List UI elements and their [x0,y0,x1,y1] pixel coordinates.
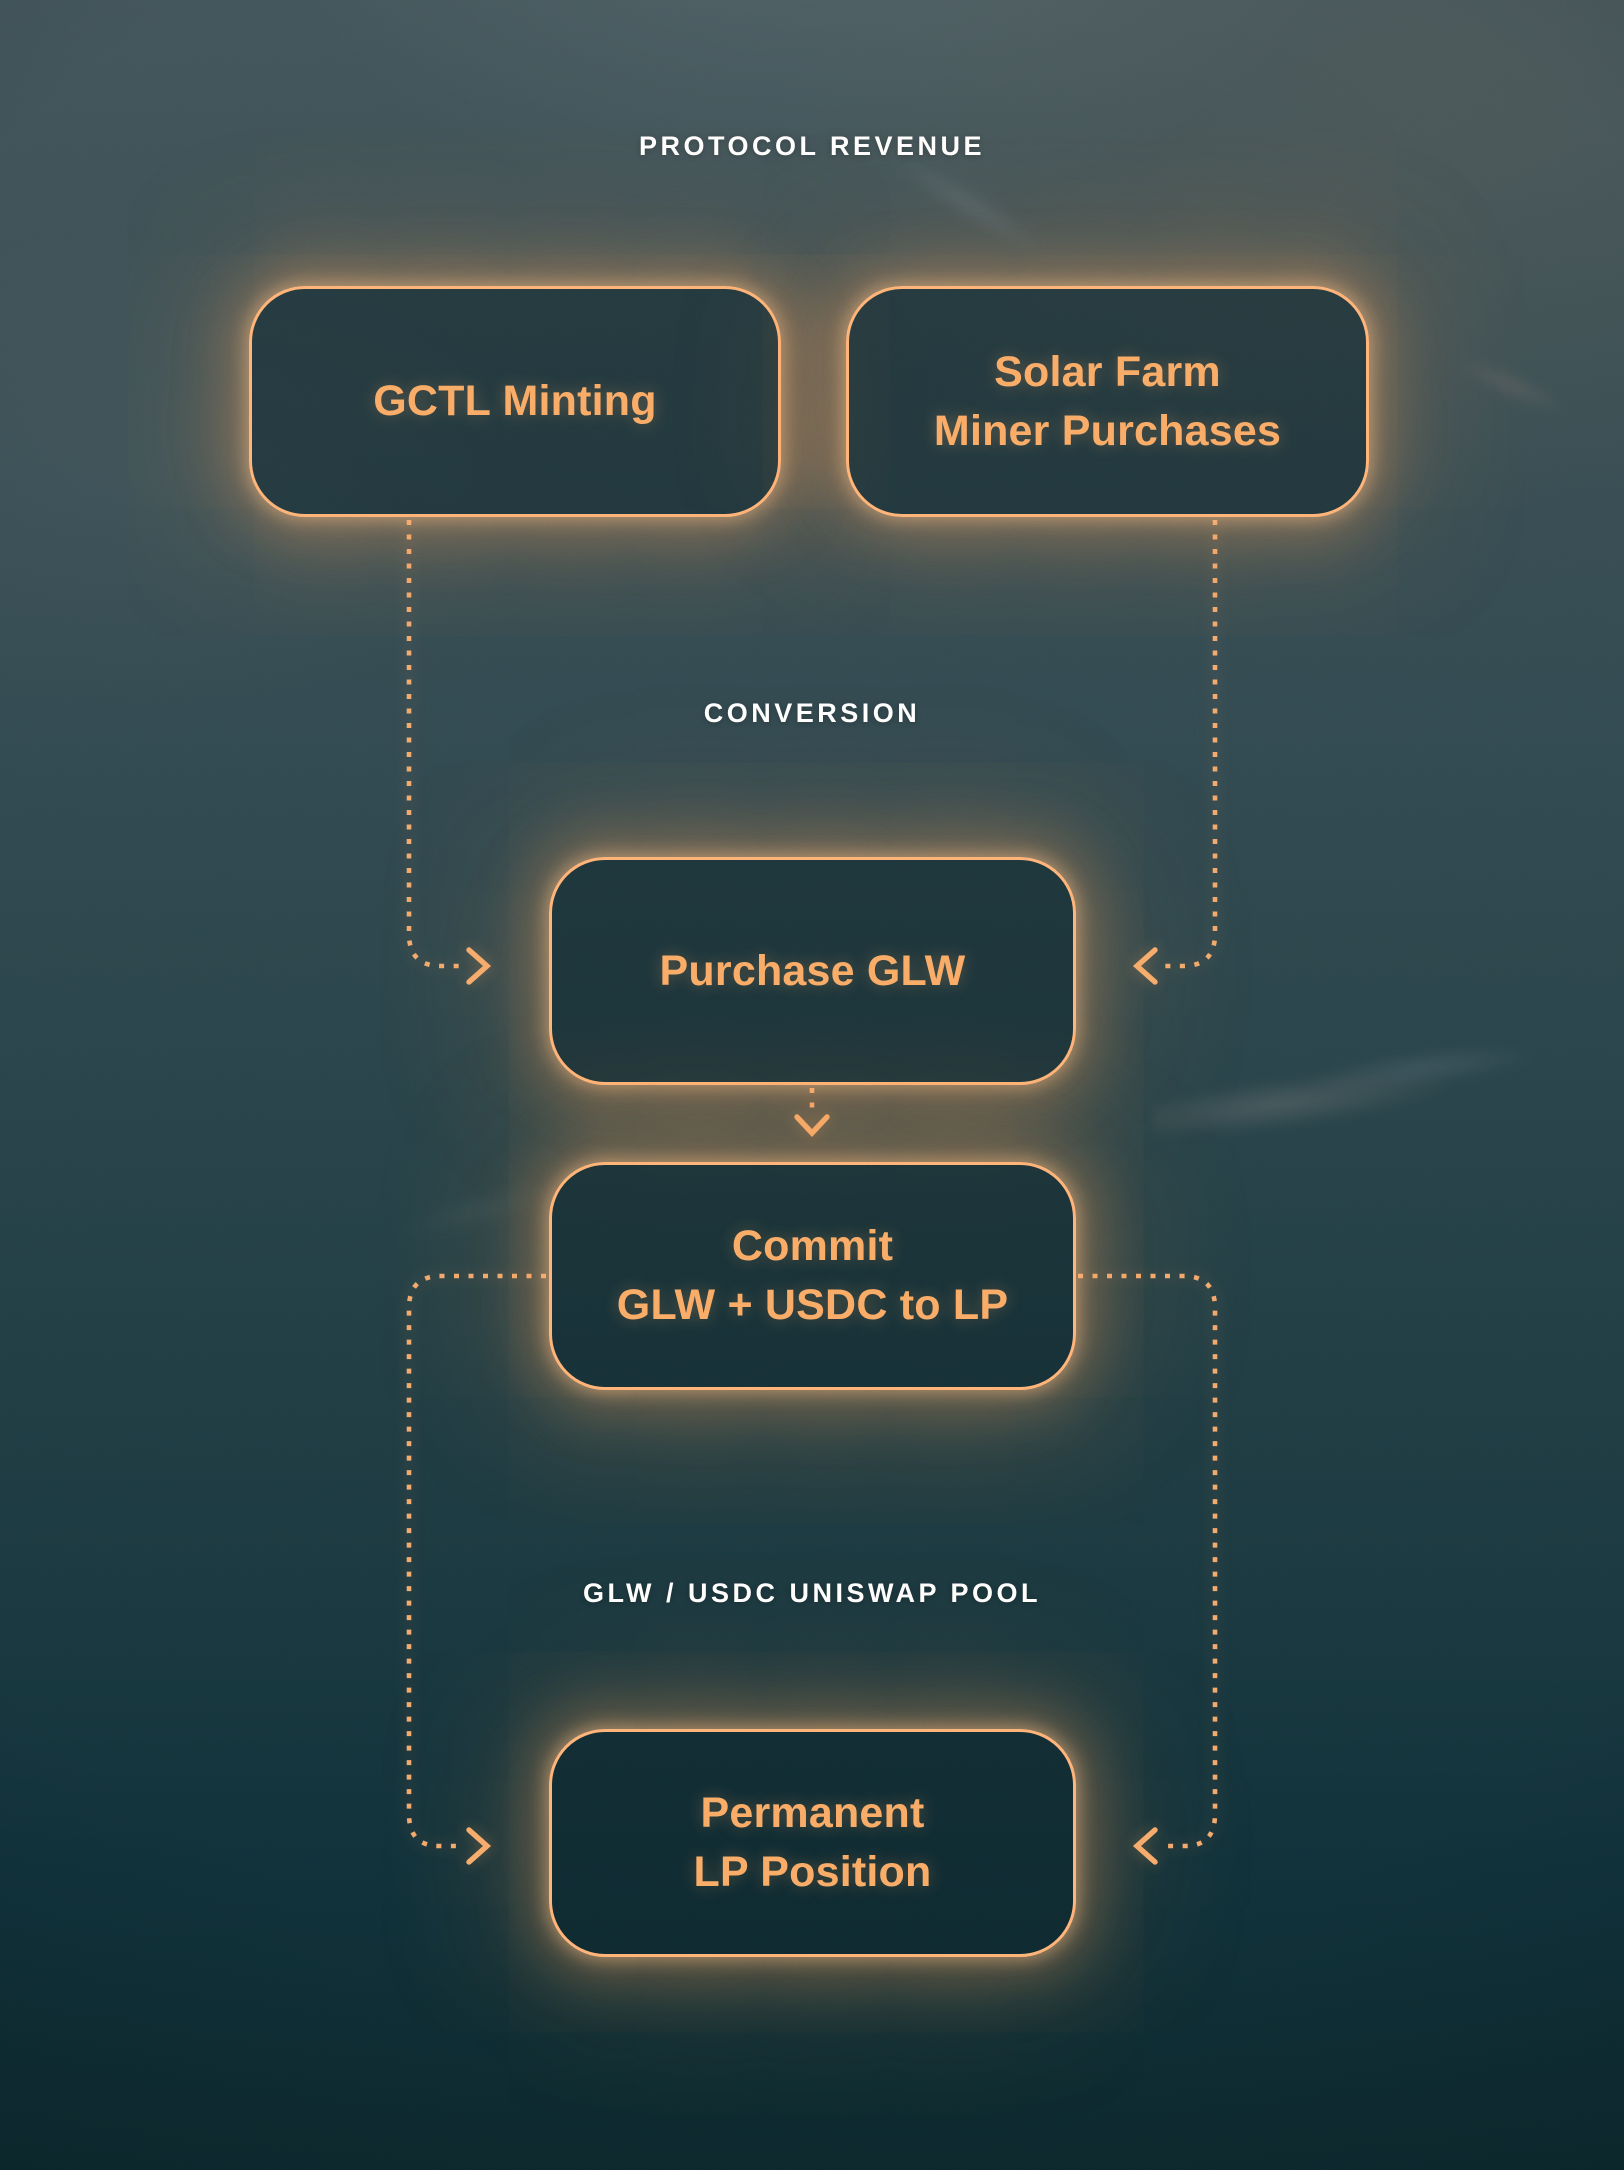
connector-solar-to-purchase [1163,520,1218,969]
connector-commit-to-lp-right [1078,1273,1218,1849]
stage-label-conversion: CONVERSION [703,698,921,728]
arrowhead-right-icon [466,947,492,985]
node-label-line1: Commit [731,1222,894,1270]
node-permanent-lp-position: Permanent LP Position [549,1729,1076,1957]
stage-label-glw-usdc-uniswap-pool: GLW / USDC UNISWAP POOL [582,1578,1042,1608]
node-solar-farm-miner-purchases: Solar Farm Miner Purchases [846,286,1369,517]
connector-gctl-to-purchase [406,520,461,969]
node-commit-glw-usdc-to-lp: Commit GLW + USDC to LP [549,1162,1076,1390]
node-purchase-glw: Purchase GLW [549,857,1076,1085]
arrowhead-left-icon [1132,947,1158,985]
node-label-line1: Permanent [700,1789,925,1837]
node-label-line1: Solar Farm [994,347,1221,396]
arrowhead-right-icon [466,1827,492,1865]
node-label: GCTL Minting [373,377,657,425]
node-label-line2: LP Position [693,1848,932,1896]
arrowhead-left-icon [1132,1827,1158,1865]
node-label-line2: GLW + USDC to LP [616,1281,1009,1329]
connector-commit-to-lp-left [406,1273,546,1849]
node-label: Purchase GLW [659,946,966,995]
node-gctl-minting: GCTL Minting [249,286,781,517]
arrowhead-down-icon [794,1114,830,1137]
node-label-line2: Miner Purchases [933,406,1282,455]
stage-label-protocol-revenue: PROTOCOL REVENUE [638,131,986,161]
